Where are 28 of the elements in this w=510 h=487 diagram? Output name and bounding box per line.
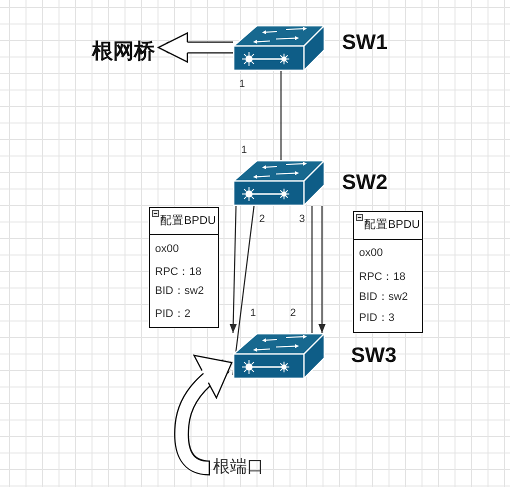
box-title: 配置BPDU: [160, 214, 216, 229]
connector-line: [280, 71, 282, 160]
port-number: 3: [299, 213, 305, 225]
port-number: 2: [290, 307, 296, 319]
port-number: 1: [239, 78, 245, 90]
callout-label: 根网桥: [92, 40, 157, 64]
field-text: BID：sw2: [155, 284, 204, 298]
device-label: SW2: [342, 172, 388, 193]
connector-line: [311, 206, 313, 333]
field-text: RPC：18: [359, 270, 406, 284]
arrow: [318, 206, 326, 333]
field-text: PID：2: [155, 307, 190, 321]
port-number: 1: [241, 144, 247, 156]
device-label: SW3: [351, 345, 397, 366]
callout-label: 根端口: [210, 455, 264, 478]
field-text: RPC：18: [155, 265, 202, 279]
connector-line: [232, 206, 255, 376]
field-text: ox00: [359, 246, 383, 260]
arrow: [230, 206, 237, 334]
box-title: 配置BPDU: [364, 218, 420, 233]
device-label: SW1: [342, 32, 388, 53]
field-text: PID：3: [359, 311, 394, 325]
field-text: ox00: [155, 242, 179, 256]
message-box: [149, 207, 219, 328]
message-box: [353, 211, 423, 333]
port-number: 1: [250, 307, 256, 319]
port-number: 2: [259, 213, 265, 225]
field-text: BID：sw2: [359, 290, 408, 304]
